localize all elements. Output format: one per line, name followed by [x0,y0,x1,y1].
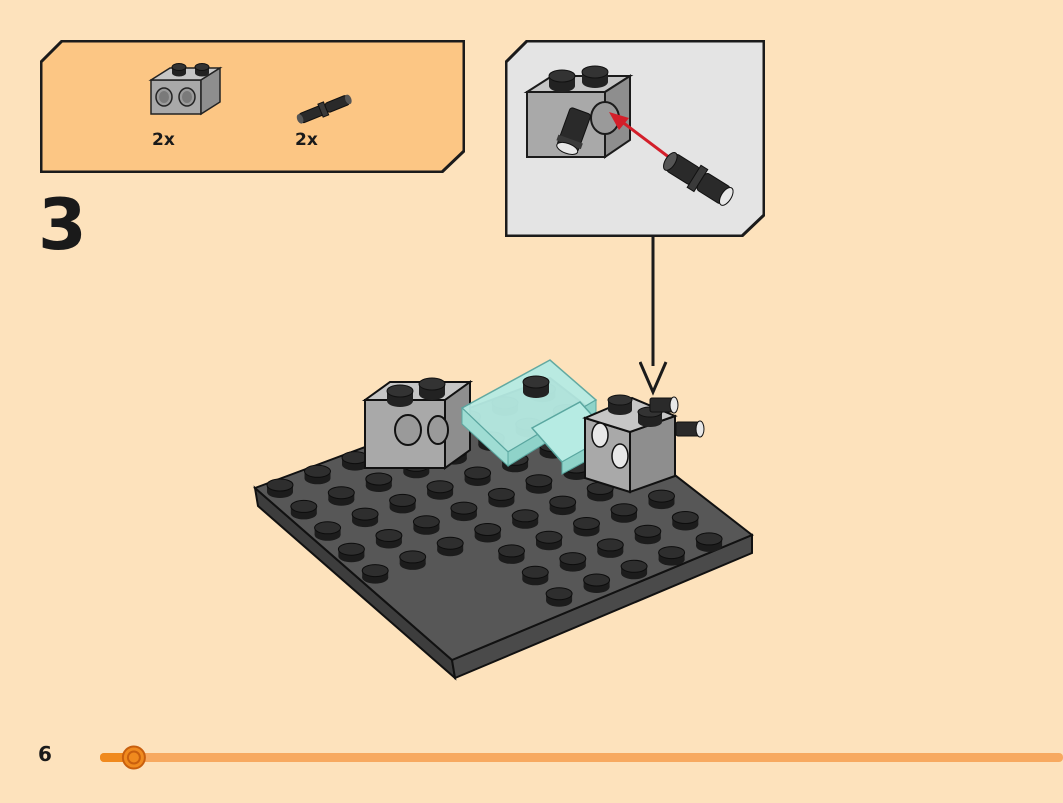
inserted-pin-lower [675,420,705,438]
baseplate-stud [671,511,699,531]
baseplate-stud [474,523,502,543]
baseplate-stud [620,559,648,580]
baseplate-stud [583,573,611,593]
baseplate-stud [549,495,577,516]
baseplate-stud [365,472,393,492]
technic-pin-black-icon [296,94,352,124]
parts-list-box: 2x 2x [40,40,465,173]
callout-connector-arrow [639,236,668,396]
baseplate-stud [545,587,573,607]
part-1-quantity: 2x [152,130,175,150]
baseplate-stud [399,550,427,570]
baseplate-stud [498,544,525,564]
baseplate-stud [341,451,369,471]
baseplate-stud [327,486,355,506]
part-2-quantity: 2x [295,130,318,150]
baseplate-stud [337,542,365,563]
main-build-illustration [240,230,780,690]
baseplate-with-bricks [253,359,754,681]
baseplate-stud [573,517,600,537]
sub-assembly-callout [505,40,765,237]
inserted-pin-upper [649,396,679,414]
baseplate-stud [266,478,294,498]
baseplate-stud [351,507,379,528]
page-number: 6 [38,742,52,766]
baseplate-stud [658,546,686,566]
page-progress-bar [95,740,1063,776]
technic-brick-1x2-two-holes-icon [148,63,223,116]
baseplate-stud [361,564,389,584]
baseplate-stud [436,536,464,557]
baseplate-stud [525,474,553,494]
baseplate-stud [648,489,675,510]
baseplate-stud [695,532,723,552]
baseplate-stud [596,538,624,558]
baseplate-stud [412,515,440,535]
baseplate-stud [559,552,587,572]
parts-list-frame [40,40,465,173]
baseplate-stud [535,530,563,551]
baseplate-stud [304,464,331,485]
baseplate-stud [511,509,539,529]
baseplate-stud [450,501,478,522]
progress-marker [121,745,146,770]
baseplate-stud [634,524,662,545]
baseplate-stud [389,493,417,514]
callout-brick-pin-illustration [523,65,734,206]
baseplate-stud [610,503,638,523]
baseplate-stud [521,565,549,586]
step-number: 3 [38,184,87,266]
baseplate-stud [314,521,342,541]
baseplate-stud [487,487,515,508]
baseplate-stud [464,466,492,486]
baseplate-stud [426,480,454,500]
baseplate-stud [375,529,403,549]
baseplate-stud [290,499,318,520]
progress-track [100,745,1063,770]
